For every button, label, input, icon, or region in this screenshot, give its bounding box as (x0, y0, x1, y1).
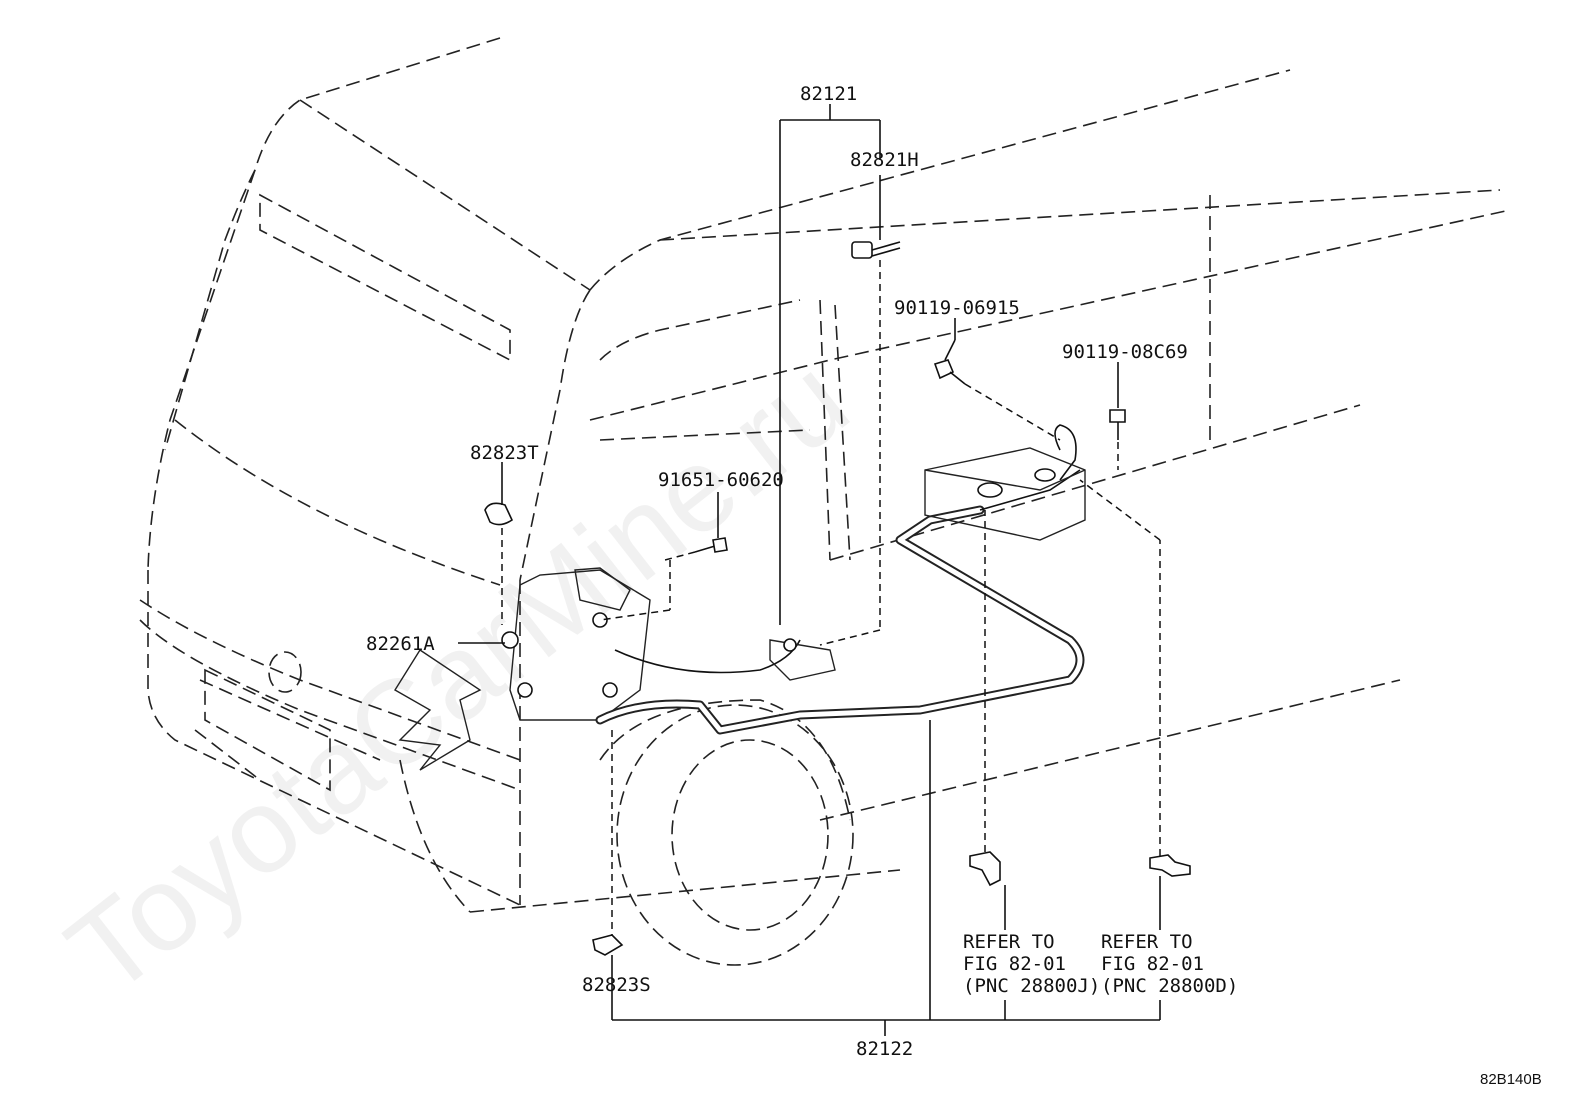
refer-left-line1: REFER TO (963, 931, 1055, 953)
clip-82823S-icon (592, 934, 624, 956)
refer-right-line3: (PNC 28800D) (1101, 975, 1238, 997)
bolt-90119-08C69-icon (1109, 409, 1126, 440)
label-90119-06915: 90119-06915 (894, 297, 1020, 319)
battery-box (924, 447, 1086, 541)
label-82821H: 82821H (850, 149, 919, 171)
wheelhouse-bracket (769, 638, 836, 681)
label-91651-60620: 91651-60620 (658, 469, 784, 491)
refer-left-line2: FIG 82-01 (963, 953, 1066, 975)
label-82261A: 82261A (366, 633, 435, 655)
vehicle-body-outline (139, 37, 1511, 913)
label-82122: 82122 (856, 1038, 913, 1060)
label-82823T: 82823T (470, 442, 539, 464)
bolt-91651-60620-icon (694, 537, 728, 553)
leader-lines (458, 104, 1161, 1036)
parts-icons (484, 241, 1191, 956)
refer-left-line3: (PNC 28800J) (963, 975, 1100, 997)
label-82121: 82121 (800, 83, 857, 105)
callout-labels: 82121 82821H 90119-06915 90119-08C69 828… (366, 83, 1542, 1088)
watermark-text: ToyotaCarMine.ru (44, 332, 873, 1021)
headlamp-cluster (394, 567, 651, 771)
refer-right-line1: REFER TO (1101, 931, 1193, 953)
label-82823S: 82823S (582, 974, 651, 996)
bolt-90119-06915-icon (933, 359, 966, 385)
clip-82821H-icon (851, 241, 901, 259)
connector-28800D-icon (1149, 854, 1191, 877)
refer-right-line2: FIG 82-01 (1101, 953, 1204, 975)
clip-82823T-icon (484, 502, 514, 526)
front-wheel (599, 699, 854, 966)
connector-28800J-icon (969, 851, 1001, 887)
label-90119-08C69: 90119-08C69 (1062, 341, 1188, 363)
figure-code: 82B140B (1480, 1071, 1542, 1088)
